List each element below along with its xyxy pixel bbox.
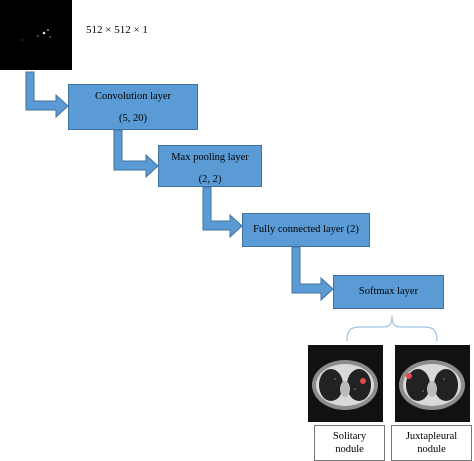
ct-scan-graphic (312, 360, 378, 410)
caption-line-2: nodule (335, 444, 364, 455)
caption-line-2: nodule (417, 444, 446, 455)
caption-line-1: Juxtapleural (405, 431, 458, 442)
fully-connected-layer-box: Fully connected layer (2) (242, 213, 370, 247)
softmax-brace (346, 315, 438, 342)
arrow-input-to-conv (25, 71, 69, 119)
max-pooling-layer-param: (2, 2) (198, 174, 222, 185)
convolution-layer-param: (5, 20) (119, 113, 147, 124)
ct-scan-graphic (399, 360, 465, 410)
juxtapleural-nodule-ct-image (395, 345, 470, 422)
convolution-layer-label: Convolution layer (94, 91, 172, 102)
caption-line-1: Solitary (332, 431, 367, 442)
solitary-nodule-ct-image (308, 345, 383, 422)
max-pooling-layer-box: Max pooling layer (2, 2) (158, 145, 262, 187)
fully-connected-layer-label: Fully connected layer (2) (253, 224, 359, 235)
convolution-layer-box: Convolution layer (5, 20) (68, 84, 198, 130)
input-dimensions-label: 512 × 512 × 1 (86, 24, 148, 36)
arrow-conv-to-pool (113, 129, 159, 179)
arrow-fc-to-softmax (291, 246, 334, 302)
softmax-layer-box: Softmax layer (333, 275, 444, 309)
input-ct-image (0, 0, 72, 70)
solitary-nodule-caption: Solitary nodule (314, 425, 385, 461)
softmax-layer-label: Softmax layer (358, 286, 419, 297)
max-pooling-layer-label: Max pooling layer (171, 152, 249, 163)
arrow-pool-to-fc (202, 186, 243, 239)
input-image-speckles (21, 29, 51, 41)
juxtapleural-nodule-caption: Juxtapleural nodule (391, 425, 472, 461)
